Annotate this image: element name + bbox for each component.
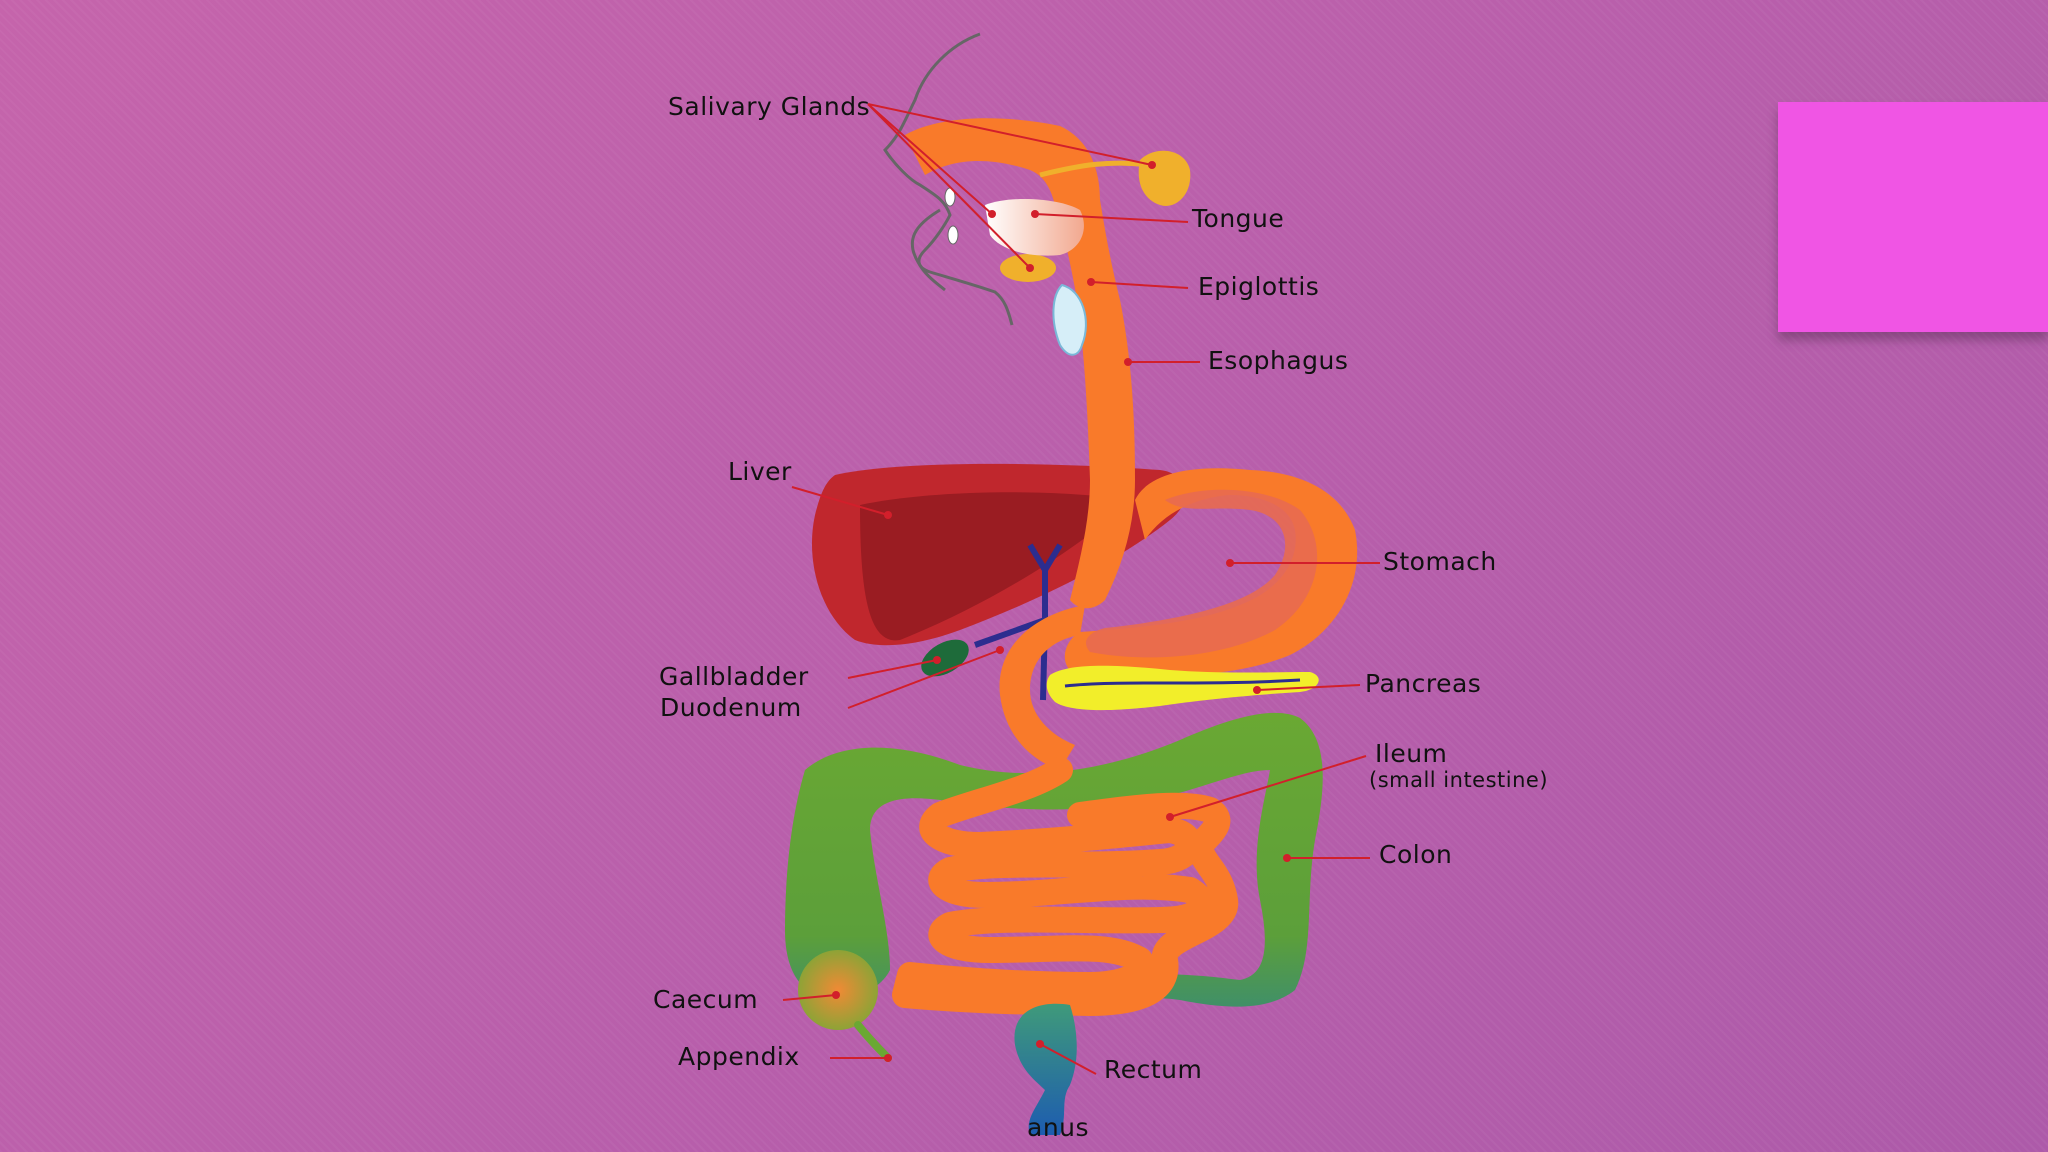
colon xyxy=(785,712,1323,1010)
label-colon: Colon xyxy=(1379,840,1453,869)
pancreas xyxy=(1046,665,1319,711)
label-tongue: Tongue xyxy=(1192,204,1285,233)
pancreatic-duct xyxy=(1064,678,1301,688)
rectum xyxy=(1014,1003,1077,1135)
label-esophagus: Esophagus xyxy=(1208,346,1349,375)
tongue xyxy=(985,198,1084,256)
label-ileum-subtitle: (small intestine) xyxy=(1369,768,1549,792)
label-gallbladder: Gallbladder xyxy=(659,662,809,691)
label-rectum: Rectum xyxy=(1104,1055,1203,1084)
duodenum xyxy=(999,605,1085,770)
label-epiglottis: Epiglottis xyxy=(1198,272,1320,301)
label-appendix: Appendix xyxy=(678,1042,800,1071)
accent-box xyxy=(1778,102,2048,332)
label-duodenum: Duodenum xyxy=(660,693,802,722)
label-salivary-glands: Salivary Glands xyxy=(668,92,871,121)
label-liver: Liver xyxy=(728,457,792,486)
face-profile xyxy=(883,32,1014,326)
epiglottis xyxy=(1052,283,1087,356)
parotid-duct xyxy=(1039,160,1151,178)
chin-contour xyxy=(910,208,946,292)
label-ileum: Ileum xyxy=(1375,739,1448,768)
appendix xyxy=(854,1021,892,1062)
leader-lines xyxy=(782,103,1380,1075)
stomach xyxy=(1064,468,1358,676)
small-intestine xyxy=(892,757,1239,1016)
salivary-gland-parotid xyxy=(1138,150,1191,206)
label-anus: anus xyxy=(1027,1113,1090,1142)
label-stomach: Stomach xyxy=(1383,547,1497,576)
caecum xyxy=(798,950,878,1030)
tooth-lower xyxy=(947,225,959,245)
leader-dots xyxy=(832,161,1291,1062)
liver-lobe xyxy=(860,492,1130,641)
label-caecum: Caecum xyxy=(653,985,759,1014)
label-pancreas: Pancreas xyxy=(1365,669,1482,698)
stomach-inner xyxy=(1085,489,1318,658)
